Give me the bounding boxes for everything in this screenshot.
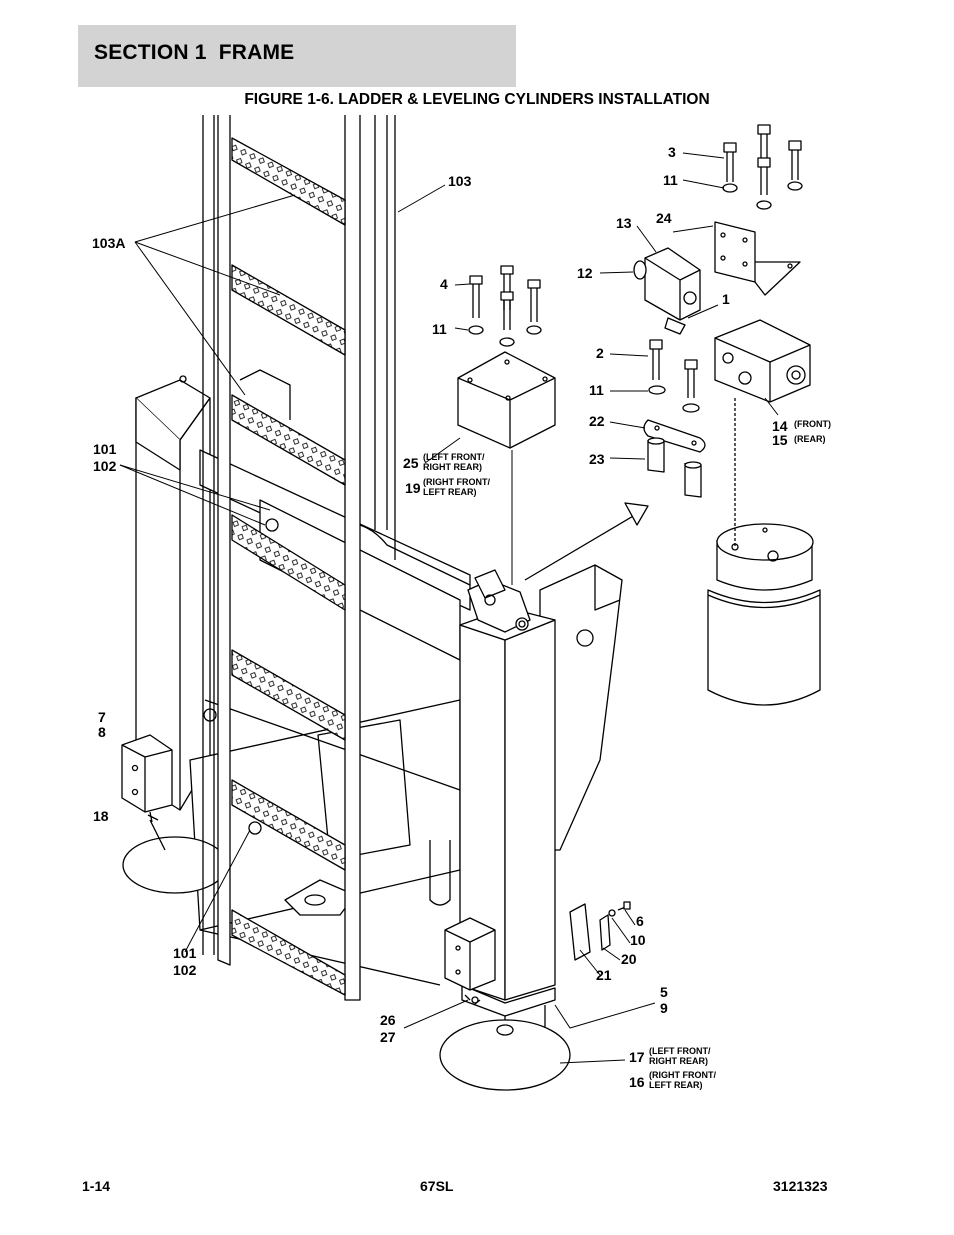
callout-8: 8 [98,724,106,740]
callout-26: 26 [380,1012,396,1028]
callout-14-note: (FRONT) [794,419,831,429]
figure-title: FIGURE 1-6. LADDER & LEVELING CYLINDERS … [244,91,710,108]
callout-16-note-2: LEFT REAR) [649,1080,703,1090]
callout-16: 16 [629,1074,645,1090]
callout-17: 17 [629,1049,645,1065]
model-number: 67SL [420,1178,454,1194]
callout-11-cover: 11 [432,321,447,337]
callout-27: 27 [380,1029,396,1045]
callout-2: 2 [596,345,604,361]
cover-plate-hardware [569,901,631,961]
callout-103: 103 [448,173,472,189]
callout-16-note-1: (RIGHT FRONT/ [649,1070,716,1080]
callout-13: 13 [616,215,632,231]
valve-cover [457,351,556,449]
callout-101-upper: 101 [93,441,117,457]
solenoid-valve [633,247,701,335]
ladder [202,115,471,1001]
callout-14: 14 [772,418,788,434]
callout-24: 24 [656,210,672,226]
page-number: 1-14 [82,1178,111,1194]
callout-102-upper: 102 [93,458,117,474]
callout-11-valve: 11 [589,382,604,398]
callout-5: 5 [660,984,668,1000]
callout-25-note-1: (LEFT FRONT/ [423,452,485,462]
link-and-spacers [643,419,706,498]
mounting-bracket [714,221,801,296]
callout-15-note: (REAR) [794,434,826,444]
callout-17-note-2: RIGHT REAR) [649,1056,708,1066]
lower-junction-box [444,917,496,991]
valve-body [714,319,811,403]
callout-6: 6 [636,913,644,929]
callout-9: 9 [660,1000,668,1016]
bottom-leveling-pad [439,994,571,1091]
callout-7: 7 [98,709,106,725]
leveling-cylinder [707,398,821,706]
callout-18: 18 [93,808,109,824]
callout-1: 1 [722,291,730,307]
leader-lines [119,152,779,1064]
callout-17-note-1: (LEFT FRONT/ [649,1046,711,1056]
column-top-valve [467,569,531,633]
callout-101-lower: 101 [173,945,197,961]
callout-22: 22 [589,413,605,429]
document-number: 3121323 [773,1178,828,1194]
callout-12: 12 [577,265,593,281]
callout-102-lower: 102 [173,962,197,978]
callout-20: 20 [621,951,637,967]
callout-25-note-2: RIGHT REAR) [423,462,482,472]
leveling-cylinder-column [459,607,556,1037]
callout-10: 10 [630,932,646,948]
callout-19-note-2: LEFT REAR) [423,487,477,497]
section-title: SECTION 1 FRAME [94,41,295,64]
callout-103a: 103A [92,235,126,251]
callout-23: 23 [589,451,605,467]
section-header: SECTION 1 FRAME [78,25,516,87]
right-bracket [539,564,623,851]
callout-19: 19 [405,480,421,496]
exploded-view-arrow [524,511,641,581]
bracket-bolts [722,124,803,210]
left-frame-post [135,375,211,811]
callout-21: 21 [596,967,612,983]
callout-3: 3 [668,144,676,160]
callout-15: 15 [772,432,788,448]
cover-bolts [468,265,542,347]
callout-25: 25 [403,455,419,471]
callout-11-top: 11 [663,172,678,188]
left-junction-box [121,734,173,823]
callout-19-note-1: (RIGHT FRONT/ [423,477,490,487]
valve-bolts [648,339,700,413]
callout-4: 4 [440,276,448,292]
